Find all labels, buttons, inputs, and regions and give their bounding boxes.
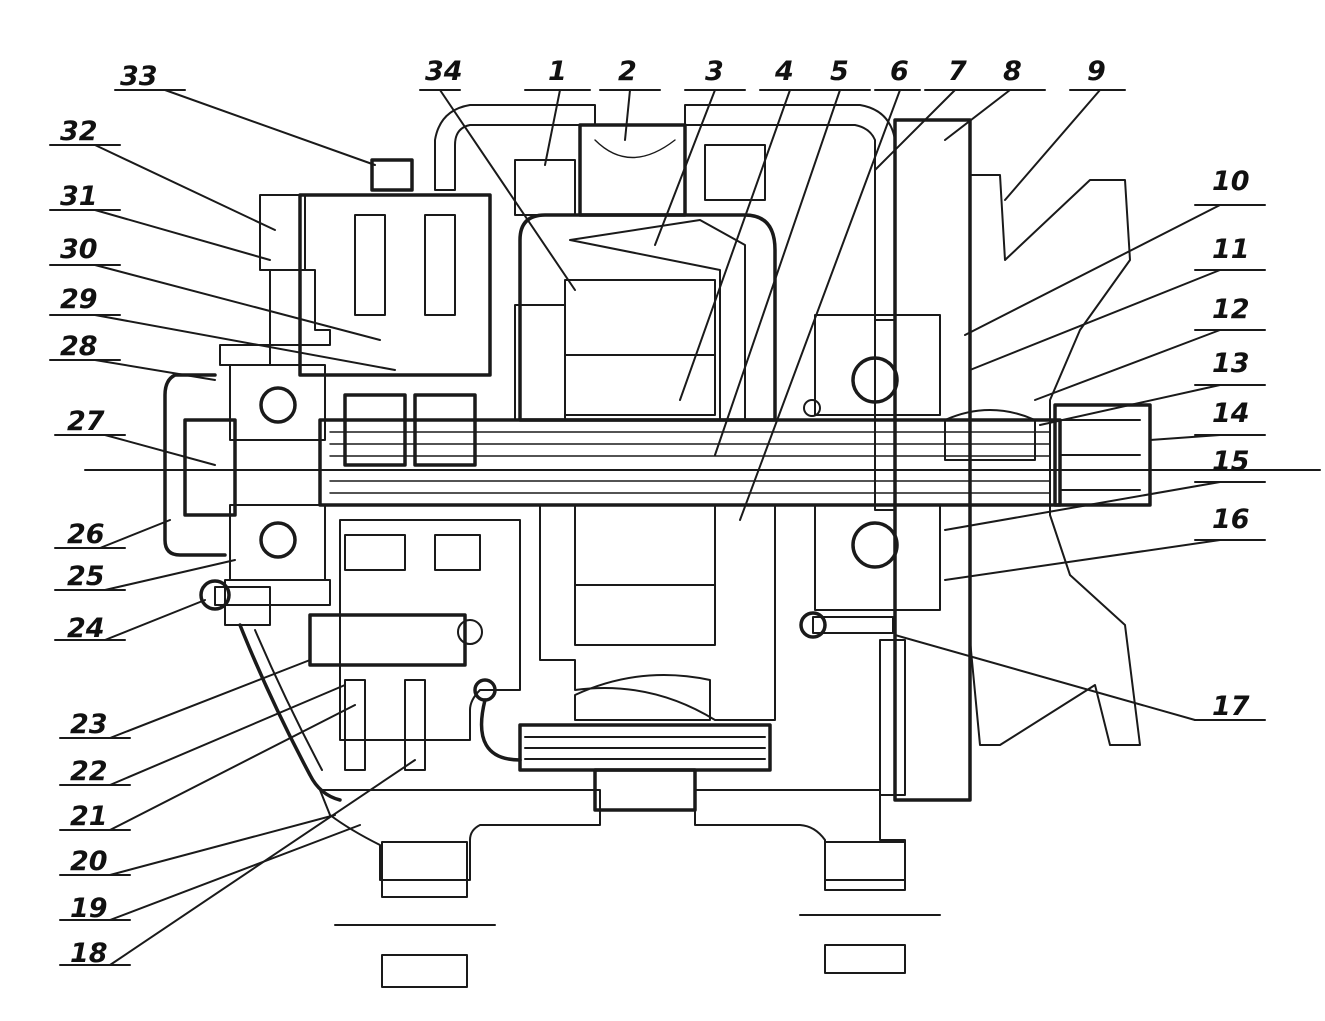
callout-34: 34 (425, 56, 463, 87)
callout-labels: 1 2 3 4 5 6 7 8 9 10 11 12 13 14 15 16 1… (60, 56, 1250, 969)
front-bearing (814, 314, 941, 611)
callout-19: 19 (70, 893, 108, 924)
brush-holder (259, 158, 492, 467)
callout-10: 10 (1212, 166, 1250, 197)
front-housing (219, 104, 941, 988)
callout-11: 11 (1212, 234, 1250, 265)
callout-14: 14 (1212, 398, 1250, 429)
leader-lines (49, 89, 1266, 966)
callout-7: 7 (948, 56, 967, 87)
callout-24: 24 (67, 613, 105, 644)
pulley-and-fan (893, 118, 1152, 802)
rectifier-unit (308, 519, 522, 771)
callout-28: 28 (60, 331, 98, 362)
rear-bearing (163, 364, 326, 581)
callout-15: 15 (1212, 446, 1250, 477)
callout-27: 27 (67, 406, 105, 437)
callout-12: 12 (1212, 294, 1250, 325)
callout-5: 5 (830, 56, 849, 87)
callout-29: 29 (60, 284, 98, 315)
shaft (84, 418, 1321, 507)
callout-22: 22 (70, 756, 108, 787)
callout-9: 9 (1087, 56, 1106, 87)
screws (199, 399, 894, 639)
callout-17: 17 (1212, 691, 1250, 722)
callout-20: 20 (70, 846, 108, 877)
callout-16: 16 (1212, 504, 1250, 535)
callout-32: 32 (60, 116, 98, 147)
callout-2: 2 (618, 56, 637, 87)
stator (514, 123, 772, 812)
callout-21: 21 (70, 801, 108, 832)
callout-13: 13 (1212, 348, 1250, 379)
callout-6: 6 (890, 56, 909, 87)
callout-18: 18 (70, 938, 108, 969)
callout-33: 33 (120, 61, 158, 92)
callout-23: 23 (70, 709, 108, 740)
rotor (514, 213, 777, 721)
callout-25: 25 (67, 561, 105, 592)
callout-8: 8 (1003, 56, 1022, 87)
callout-3: 3 (705, 56, 724, 87)
callout-1: 1 (548, 56, 567, 87)
callout-26: 26 (67, 519, 105, 550)
callout-4: 4 (774, 56, 794, 87)
callout-30: 30 (60, 234, 98, 265)
callout-31: 31 (60, 181, 98, 212)
